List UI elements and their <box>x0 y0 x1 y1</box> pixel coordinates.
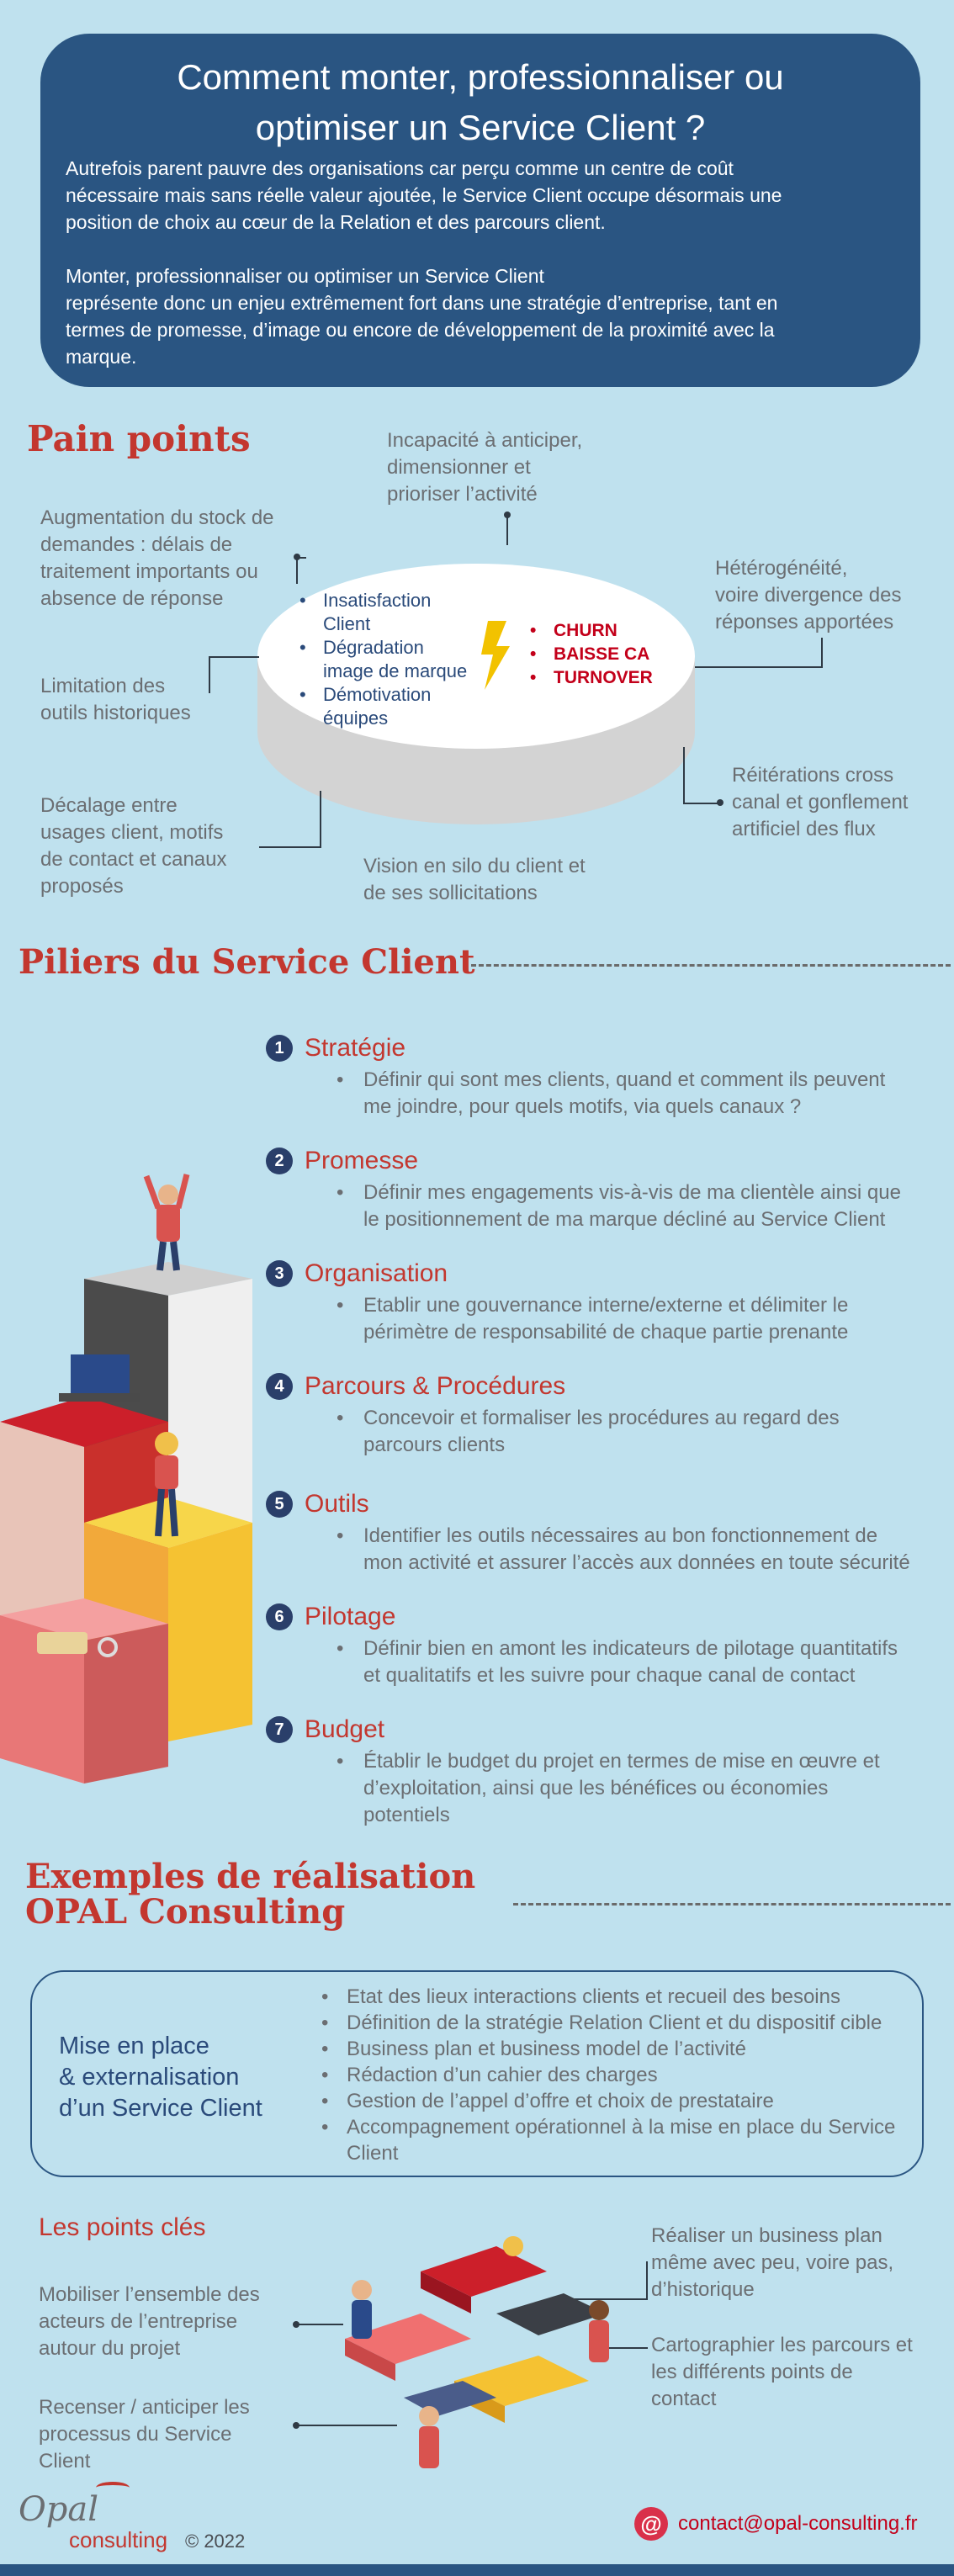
intro-paragraph-1: Autrefois parent pauvre des organisation… <box>66 157 782 233</box>
logo-word: Opal <box>19 2490 99 2529</box>
keypoint-processes: Recenser / anticiper les processus du Se… <box>39 2396 250 2473</box>
list-item: Accompagnement opérationnel à la mise en… <box>316 2114 905 2166</box>
list-item: Etat des lieux interactions clients et r… <box>316 1984 905 2010</box>
pain-label-stock: Augmentation du stock de demandes : déla… <box>40 506 274 610</box>
examples-heading: Exemples de réalisation OPAL Consulting <box>25 1857 476 1932</box>
keypoints-heading: Les points clés <box>39 2213 206 2241</box>
pain-label-heterogeneity: Hétérogénéité, voire divergence des répo… <box>715 557 902 633</box>
stairs-illustration <box>0 1174 252 1784</box>
logo-sub: consulting <box>69 2527 168 2552</box>
logo-swoosh <box>96 2482 130 2494</box>
pillar-description: Établir le budget du projet en termes de… <box>337 1748 944 1829</box>
list-item: BAISSE CA <box>527 643 695 666</box>
list-item: Définition de la stratégie Relation Clie… <box>316 2010 905 2036</box>
pillar-number-badge: 6 <box>266 1603 293 1630</box>
pillar-title: Organisation <box>305 1259 448 1287</box>
pain-label-mismatch: Décalage entre usages client, motifs de … <box>40 794 227 898</box>
pillar-title: Parcours & Procédures <box>305 1372 566 1400</box>
pillar-title: Pilotage <box>305 1603 396 1630</box>
pain-points-heading: Pain points <box>27 418 251 459</box>
email-icon: @ <box>634 2507 668 2541</box>
pillar-number-badge: 5 <box>266 1491 293 1518</box>
keypoint-mapping: Cartographier les parcours et les différ… <box>651 2334 913 2410</box>
pillar-title: Promesse <box>305 1147 419 1174</box>
pain-label-tools: Limitation des outils historiques <box>40 675 191 724</box>
list-item: Démotivation équipes <box>296 683 498 730</box>
list-item: Business plan et business model de l’act… <box>316 2036 905 2062</box>
pillar-description: Etablir une gouvernance interne/externe … <box>337 1292 944 1346</box>
pillars-heading: Piliers du Service Client <box>19 942 475 982</box>
pain-effects-list: Insatisfaction Client Dégradation image … <box>296 589 498 730</box>
pillar-number-badge: 3 <box>266 1260 293 1287</box>
list-item: Insatisfaction Client <box>296 589 498 636</box>
pillar-description: Définir qui sont mes clients, quand et c… <box>337 1067 944 1121</box>
pillar-title: Stratégie <box>305 1034 406 1062</box>
list-item: Rédaction d’un cahier des charges <box>316 2062 905 2088</box>
footer-bar <box>0 2564 954 2576</box>
examples-box-title: Mise en place & externalisation d’un Ser… <box>59 2033 262 2122</box>
list-item: Gestion de l’appel d’offre et choix de p… <box>316 2088 905 2114</box>
examples-list: Etat des lieux interactions clients et r… <box>316 1984 905 2166</box>
pain-consequences-list: CHURN BAISSE CA TURNOVER <box>527 619 695 690</box>
pillar-number-badge: 1 <box>266 1035 293 1062</box>
list-item: Dégradation image de marque <box>296 636 498 683</box>
keypoint-business-plan: Réaliser un business plan même avec peu,… <box>651 2224 894 2301</box>
pain-label-anticipation: Incapacité à anticiper, dimensionner et … <box>387 429 583 506</box>
pain-label-reiterations: Réitérations cross canal et gonflement a… <box>732 764 909 840</box>
list-item: CHURN <box>527 619 695 643</box>
intro-paragraph-2: Monter, professionnaliser ou optimiser u… <box>66 265 778 368</box>
pillar-description: Concevoir et formaliser les procédures a… <box>337 1405 944 1459</box>
keypoint-mobilize: Mobiliser l’ensemble des acteurs de l’en… <box>39 2283 260 2360</box>
pillar-title: Budget <box>305 1715 385 1743</box>
team-illustration <box>345 2236 609 2468</box>
intro-panel: Comment monter, professionnaliser ou opt… <box>40 34 920 387</box>
pillar-number-badge: 7 <box>266 1716 293 1743</box>
pillar-number-badge: 2 <box>266 1148 293 1174</box>
copyright-year: © 2022 <box>185 2531 246 2552</box>
pillar-number-badge: 4 <box>266 1373 293 1400</box>
examples-box: Mise en place & externalisation d’un Ser… <box>30 1970 924 2177</box>
pillar-description: Définir mes engagements vis-à-vis de ma … <box>337 1179 944 1233</box>
pillar-title: Outils <box>305 1490 369 1518</box>
pillar-description: Identifier les outils nécessaires au bon… <box>337 1523 944 1577</box>
page-title: Comment monter, professionnaliser ou opt… <box>177 57 784 147</box>
pain-label-silo: Vision en silo du client et de ses solli… <box>363 855 586 904</box>
laptop-icon <box>71 1354 130 1393</box>
contact-email-link[interactable]: contact@opal-consulting.fr <box>678 2512 918 2535</box>
opal-logo: Opal consulting <box>19 2482 167 2552</box>
list-item: TURNOVER <box>527 666 695 690</box>
pillar-description: Définir bien en amont les indicateurs de… <box>337 1635 944 1689</box>
